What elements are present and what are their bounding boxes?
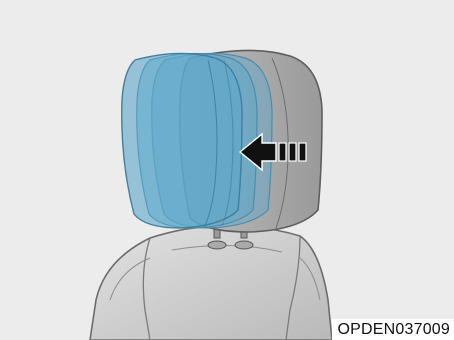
forward-arrow-icon (238, 132, 307, 172)
figure-code-label: OPDEN037009 (331, 319, 454, 340)
headrest-forward-positions (121, 52, 273, 229)
